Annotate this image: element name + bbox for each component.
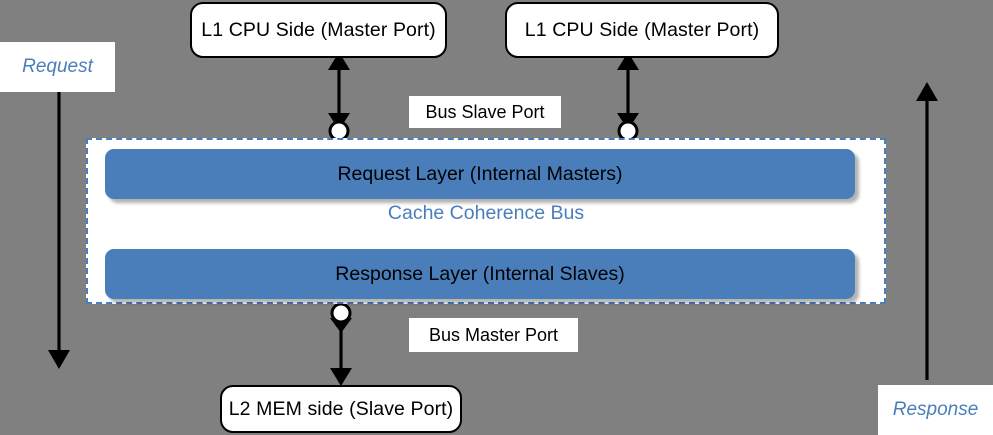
caption-response: Response [878,385,993,435]
response-flow-arrow [916,82,938,380]
caption-bus-master-port: Bus Master Port [409,318,578,352]
node-l1-cpu-right[interactable]: L1 CPU Side (Master Port) [505,2,779,58]
caption-bus-slave-port-label: Bus Slave Port [425,101,545,122]
bus-master-port-circle [330,302,352,324]
cpu-right-connector [617,52,639,130]
caption-response-label: Response [892,399,979,420]
request-flow-arrow [48,88,70,369]
mem-connector [330,318,352,386]
bus-title-label: Cache Coherence Bus [387,202,585,224]
node-l2-mem-label: L2 MEM side (Slave Port) [228,397,454,420]
node-l2-mem[interactable]: L2 MEM side (Slave Port) [220,385,462,433]
caption-bus-slave-port: Bus Slave Port [409,96,561,128]
node-l1-cpu-right-label: L1 CPU Side (Master Port) [524,18,760,41]
bus-title: Cache Coherence Bus [88,202,884,225]
bus-layer-request-label: Request Layer (Internal Masters) [337,162,623,185]
node-l1-cpu-left[interactable]: L1 CPU Side (Master Port) [190,2,447,58]
bus-layer-response-label: Response Layer (Internal Slaves) [335,262,625,285]
bus-layer-request[interactable]: Request Layer (Internal Masters) [105,149,855,199]
caption-request: Request [0,42,115,92]
node-l1-cpu-left-label: L1 CPU Side (Master Port) [201,18,436,41]
caption-bus-master-port-label: Bus Master Port [428,324,559,345]
cpu-left-connector [328,52,350,130]
caption-request-label: Request [22,56,93,77]
bus-layer-response[interactable]: Response Layer (Internal Slaves) [105,249,855,299]
cache-coherence-bus-container[interactable]: Request Layer (Internal Masters) Cache C… [86,138,886,304]
